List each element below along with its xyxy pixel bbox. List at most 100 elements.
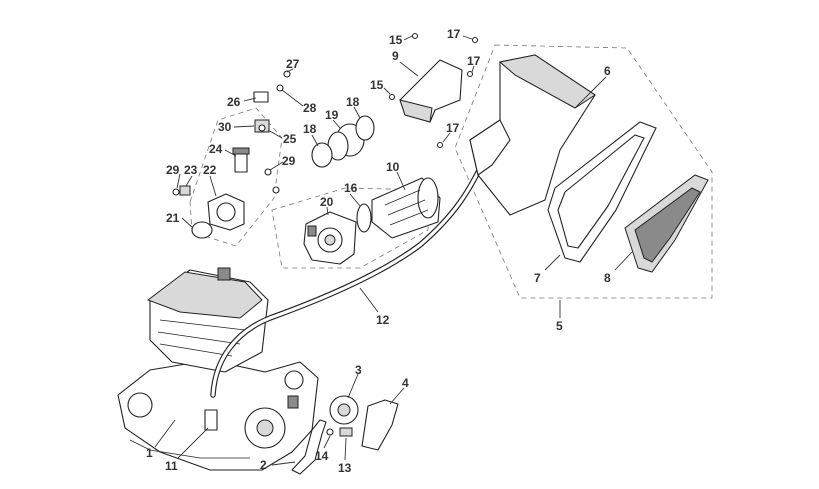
- mount-screw-b: [272, 186, 280, 194]
- callout-27: 27: [286, 57, 300, 71]
- leader-2: [271, 461, 296, 466]
- throttle-body-bore-center: [324, 234, 336, 246]
- hoses: [204, 155, 488, 431]
- callout-3: 3: [355, 363, 362, 377]
- callout-18a: 18: [346, 95, 360, 109]
- intake-boot-rib-1: [384, 189, 421, 206]
- intake-parts: [303, 115, 441, 265]
- callout-8: 8: [604, 271, 611, 285]
- callout-1: 1: [146, 446, 153, 460]
- leader-lines: [154, 35, 633, 466]
- leader-17c: [442, 132, 451, 143]
- leader-11: [177, 427, 209, 459]
- leader-29a: [176, 173, 181, 189]
- injector-clip: [258, 124, 266, 132]
- intake-clamp: [356, 203, 372, 233]
- leader-13: [344, 437, 347, 461]
- sprocket-bolt: [326, 428, 334, 436]
- callout-4: 4: [402, 376, 409, 390]
- fasteners: [388, 32, 479, 149]
- leader-4: [389, 387, 405, 405]
- bolt-17-low: [436, 141, 444, 149]
- airbox-inlet: [469, 119, 511, 176]
- screw-15-mid: [388, 93, 396, 101]
- engine-mount-boss: [127, 392, 153, 418]
- leader-25: [267, 129, 283, 139]
- hose-clamp-upper: [355, 115, 375, 141]
- engine-base-line: [129, 439, 250, 459]
- leader-19: [332, 119, 341, 129]
- airbox-group-outline: [454, 44, 713, 299]
- leader-22: [209, 175, 217, 197]
- callout-10: 10: [386, 160, 400, 174]
- leader-14: [323, 435, 331, 449]
- callout-22: 22: [203, 163, 217, 177]
- sprocket-washer: [339, 427, 353, 437]
- bolt-17-top: [471, 36, 479, 44]
- engine-head-sensor: [217, 267, 231, 281]
- intake-adapter-bore: [216, 202, 236, 222]
- leader-23: [185, 175, 193, 187]
- airbox-bracket-flange: [399, 99, 433, 123]
- callout-13: 13: [338, 461, 352, 475]
- callout-7: 7: [534, 271, 541, 285]
- leader-18b: [311, 134, 319, 147]
- callout-29b: 29: [282, 154, 296, 168]
- breather-fitting: [204, 409, 218, 431]
- filter-frame-inner: [557, 134, 645, 249]
- callout-18b: 18: [303, 122, 317, 136]
- cylinder-fin-1: [159, 319, 246, 331]
- callout-15b: 15: [370, 78, 384, 92]
- sensor-plug: [179, 185, 191, 196]
- airbox-parts: [399, 54, 709, 273]
- injector-parts: [172, 70, 291, 239]
- callout-29a: 29: [166, 163, 180, 177]
- front-sprocket-hub: [337, 403, 351, 417]
- callout-19: 19: [325, 108, 339, 122]
- callout-12: 12: [376, 313, 390, 327]
- callout-11: 11: [165, 459, 178, 473]
- callout-24: 24: [209, 142, 223, 156]
- callout-17b: 17: [467, 54, 481, 68]
- engine-cylinder-head: [146, 271, 263, 319]
- engine-countershaft: [284, 370, 304, 390]
- callout-5: 5: [556, 319, 563, 333]
- intake-boot-mouth: [417, 177, 439, 219]
- callout-23: 23: [184, 163, 198, 177]
- leader-17b: [471, 65, 475, 73]
- intake-boot-rib-3: [389, 209, 429, 226]
- leader-8: [614, 251, 633, 271]
- leader-21: [181, 217, 194, 229]
- callout-14: 14: [315, 449, 329, 463]
- leader-15b: [383, 87, 391, 95]
- callout-20: 20: [320, 195, 334, 209]
- sensor-screw: [172, 188, 180, 196]
- throttle-group-outline: [271, 187, 431, 269]
- engine-clutch-cover-center: [256, 419, 274, 437]
- fitting-screw-b: [276, 84, 284, 92]
- mount-screw-a: [264, 168, 272, 176]
- leader-3: [347, 373, 359, 399]
- leader-27: [286, 68, 294, 73]
- drivetrain-parts: [291, 395, 399, 475]
- callout-28: 28: [303, 101, 317, 115]
- callout-30: 30: [218, 120, 232, 134]
- cylinder-fin-2: [157, 331, 241, 345]
- leader-26: [243, 97, 257, 102]
- callout-17c: 17: [446, 121, 460, 135]
- callout-26: 26: [227, 95, 241, 109]
- leader-12: [359, 287, 379, 313]
- sprocket-cover: [361, 399, 399, 451]
- leader-1: [154, 419, 176, 448]
- leader-9: [399, 61, 419, 77]
- breather-hose-inner: [211, 156, 487, 397]
- callout-2: 2: [260, 458, 267, 472]
- callout-15a: 15: [389, 33, 403, 47]
- air-filter-pleats: [634, 187, 701, 263]
- cylinder-fin-3: [159, 343, 233, 357]
- leader-28: [281, 89, 304, 107]
- callout-21: 21: [166, 211, 180, 225]
- intake-o-ring: [191, 221, 213, 239]
- leader-29b: [269, 161, 284, 171]
